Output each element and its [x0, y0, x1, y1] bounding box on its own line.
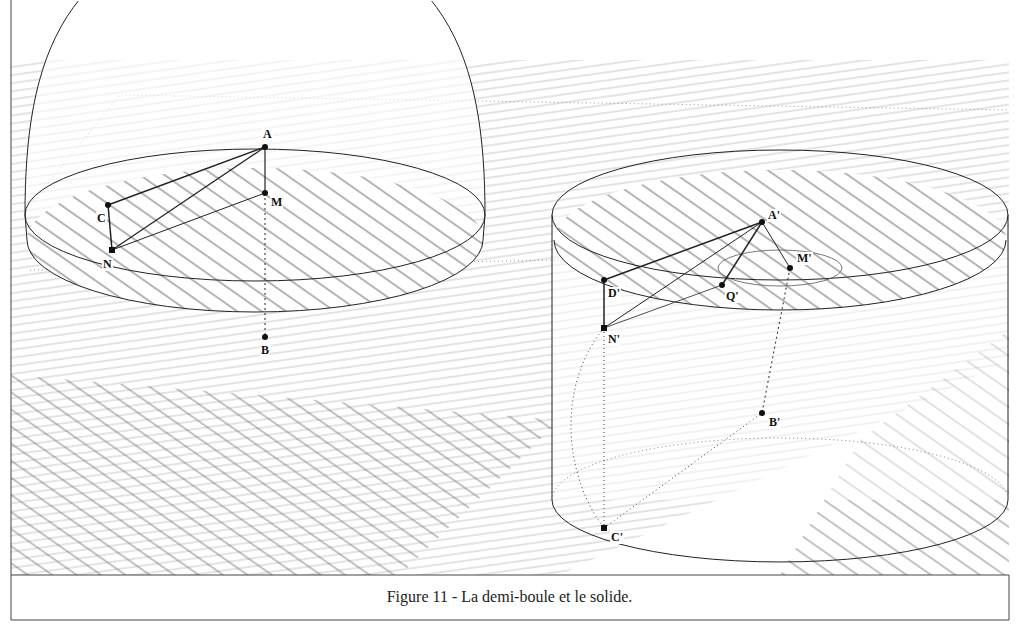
point-label: M' [796, 252, 813, 265]
point-label: A' [767, 209, 781, 222]
point-label: C' [610, 531, 624, 544]
point-label: N [102, 258, 113, 271]
point-label: A [262, 128, 273, 141]
point-label: D' [607, 287, 621, 300]
figure-caption: Figure 11 - La demi-boule et le solide. [0, 588, 1019, 606]
point-label: M [270, 196, 283, 209]
point-label: Q' [725, 290, 740, 303]
point-label: B' [768, 416, 781, 429]
point-label: B [260, 344, 270, 357]
point-label: N' [607, 333, 621, 346]
point-label: C [96, 212, 107, 225]
